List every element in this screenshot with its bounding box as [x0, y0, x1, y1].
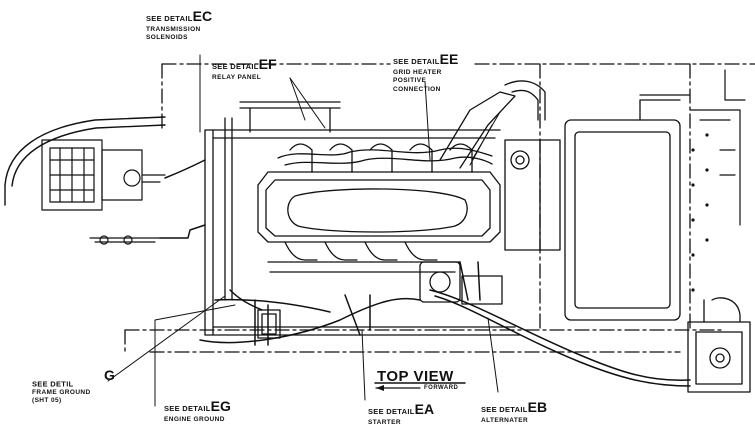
callout-eg-see: SEE DETAIL [164, 404, 211, 413]
callout-ee: SEE DETAILEE GRID HEATER POSITIVE CONNEC… [393, 52, 458, 93]
callout-ef: SEE DETAILEF RELAY PANEL [212, 57, 277, 81]
callout-ee-line-1: GRID HEATER [393, 69, 442, 76]
callout-eg-code: EG [210, 398, 231, 414]
forward-arrow [375, 385, 421, 391]
callout-ee-code: EE [439, 51, 459, 67]
starter-motor [419, 261, 503, 305]
callout-g-see: SEE DETIL [32, 379, 74, 389]
callout-ec-code: EC [192, 8, 213, 24]
callout-ec-line-1: TRANSMISSION [146, 26, 201, 33]
forward-label: FORWARD [424, 385, 459, 391]
callout-ee-line-3: CONNECTION [393, 85, 441, 93]
callout-ea-line-1: STARTER [368, 419, 402, 426]
callout-ea-code: EA [414, 401, 435, 417]
engine-frame-rails [204, 101, 521, 336]
transmission-block [41, 139, 166, 245]
callout-g: SEE DETIL G FRAME GROUND (SHT 05) [32, 368, 115, 405]
callout-ee-line-2: POSITIVE [393, 77, 427, 85]
callout-ef-see: SEE DETAIL [212, 62, 259, 71]
turbo-assembly [439, 80, 691, 321]
radiator-rivets [691, 133, 709, 292]
callout-eb-code: EB [527, 399, 548, 415]
wiring-harness [159, 159, 691, 387]
callout-ee-see: SEE DETAIL [393, 57, 440, 66]
cab-outline [4, 116, 166, 206]
callout-leaders [107, 54, 501, 407]
callout-eb-line-1: ALTERNATER [481, 417, 529, 424]
callout-ea-see: SEE DETAIL [368, 407, 415, 416]
callout-ec-line-2: SOLENOIDS [146, 34, 188, 42]
callout-ea: SEE DETAILEA STARTER [368, 402, 434, 426]
callout-eg-line-1: ENGINE GROUND [164, 416, 225, 423]
battery-box [687, 297, 751, 393]
engine-ground-block [257, 309, 281, 339]
callout-ec: SEE DETAILEC TRANSMISSION SOLENOIDS [146, 9, 212, 42]
callout-ef-code: EF [258, 56, 277, 72]
right-brackets [689, 69, 746, 226]
view-title: TOP VIEW [377, 368, 454, 385]
engine-block [257, 143, 501, 273]
callout-ef-line-1: RELAY PANEL [212, 74, 262, 81]
vehicle-frame-outline [124, 63, 755, 353]
callout-eb-see: SEE DETAIL [481, 405, 528, 414]
callout-eb: SEE DETAILEB ALTERNATER [481, 400, 547, 424]
callout-g-line-2: (SHT 05) [32, 397, 62, 405]
callout-g-line-1: FRAME GROUND [32, 389, 91, 396]
callout-ec-see: SEE DETAIL [146, 14, 193, 23]
callout-eg: SEE DETAILEG ENGINE GROUND [164, 399, 231, 423]
callout-g-code: G [104, 367, 115, 383]
